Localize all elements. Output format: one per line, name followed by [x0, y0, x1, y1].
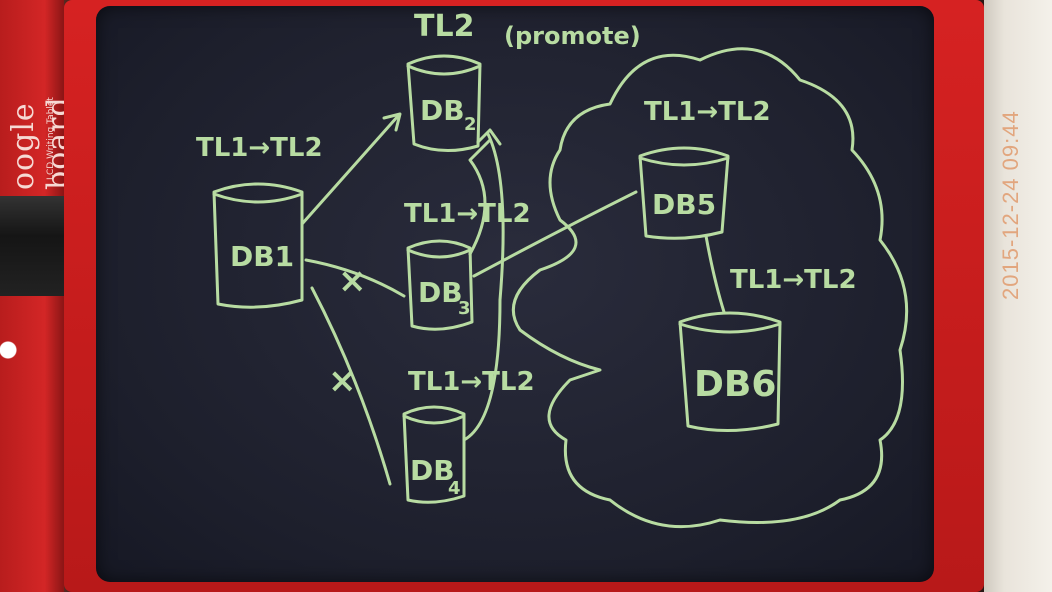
- edge-db5-db6: [704, 234, 726, 314]
- edge-db3-db5: [472, 190, 638, 278]
- db1-label: DB1: [230, 240, 294, 273]
- edge-db3-db2: [468, 138, 492, 256]
- adjacent-tablet-edge: oogle board LCD Writing Tablet: [0, 0, 76, 592]
- db6-transition: TL1→TL2: [730, 265, 857, 295]
- top-label-tl2: TL2: [414, 9, 474, 44]
- broken-mark-db3: ×: [338, 261, 367, 301]
- db4-transition: TL1→TL2: [408, 367, 535, 397]
- db2-label: DB: [420, 94, 465, 127]
- edge-db2-arrowhead: [476, 128, 502, 146]
- edge-db1-db2-arrowhead: [382, 112, 402, 132]
- db3-label: DB: [418, 276, 463, 309]
- db1-cylinder: [212, 182, 304, 309]
- db4-label: DB: [410, 454, 455, 487]
- db6-cylinder: [678, 311, 782, 432]
- paper-edge: [984, 0, 1052, 592]
- db5-label: DB5: [652, 188, 716, 221]
- db3-cylinder: [406, 239, 474, 331]
- db4-cylinder: [402, 405, 466, 504]
- db2-subscript: 2: [464, 114, 477, 135]
- db2-cylinder: [406, 54, 482, 153]
- region-cloud: [511, 47, 909, 529]
- db5-transition: TL1→TL2: [644, 97, 771, 127]
- db5-cylinder: [638, 146, 730, 240]
- edge-db4-db2: [462, 132, 505, 442]
- db3-subscript: 3: [458, 298, 471, 319]
- broken-mark-db4: ×: [328, 361, 357, 401]
- db1-transition: TL1→TL2: [196, 133, 323, 163]
- db3-transition: TL1→TL2: [404, 199, 531, 229]
- brand-logo-icon: [0, 320, 40, 380]
- db6-label: DB6: [694, 364, 776, 405]
- db4-subscript: 4: [448, 478, 461, 499]
- tablet-screen: [96, 6, 934, 582]
- promote-note: (promote): [504, 22, 641, 50]
- edge-db1-db3-broken: [304, 258, 406, 298]
- edge-db1-db4-broken: [310, 286, 392, 486]
- edge-db1-db2: [300, 114, 400, 226]
